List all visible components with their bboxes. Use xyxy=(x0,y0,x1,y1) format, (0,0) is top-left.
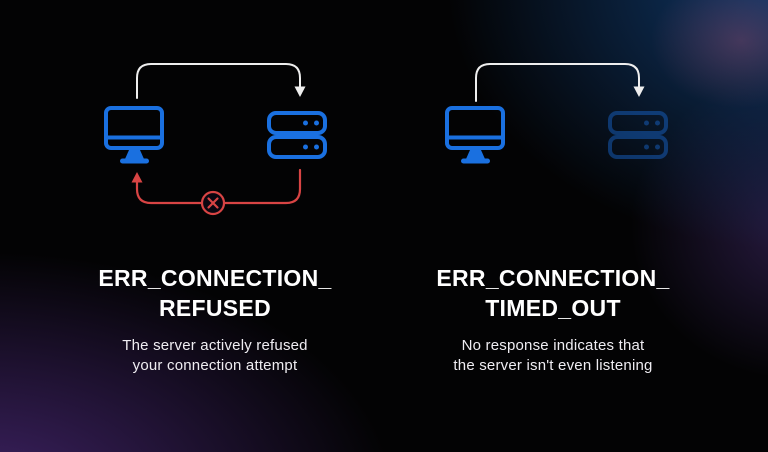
computer-monitor-icon xyxy=(104,106,164,164)
request-arrow-icon xyxy=(475,63,645,102)
right-error-description: No response indicates that the server is… xyxy=(361,336,745,376)
server-stack-faded-icon xyxy=(608,111,668,159)
left-error-title: ERR_CONNECTION_ REFUSED xyxy=(23,263,407,323)
error-description-line: the server isn't even listening xyxy=(453,357,653,374)
left-error-description: The server actively refused your connect… xyxy=(23,336,407,376)
error-title-line: ERR_CONNECTION_ xyxy=(98,265,332,291)
error-description-line: No response indicates that xyxy=(461,337,645,354)
error-title-line: TIMED_OUT xyxy=(485,295,621,321)
error-title-line: ERR_CONNECTION_ xyxy=(436,265,670,291)
error-title-line: REFUSED xyxy=(158,295,271,321)
error-description-line: The server actively refused xyxy=(122,337,308,354)
error-description-line: your connection attempt xyxy=(132,357,298,374)
refused-response-arrow-icon xyxy=(131,168,302,216)
server-stack-icon xyxy=(267,111,327,159)
circle-x-icon xyxy=(200,190,226,216)
computer-monitor-icon xyxy=(445,106,505,164)
right-error-title: ERR_CONNECTION_ TIMED_OUT xyxy=(361,263,745,323)
request-arrow-icon xyxy=(136,63,306,99)
